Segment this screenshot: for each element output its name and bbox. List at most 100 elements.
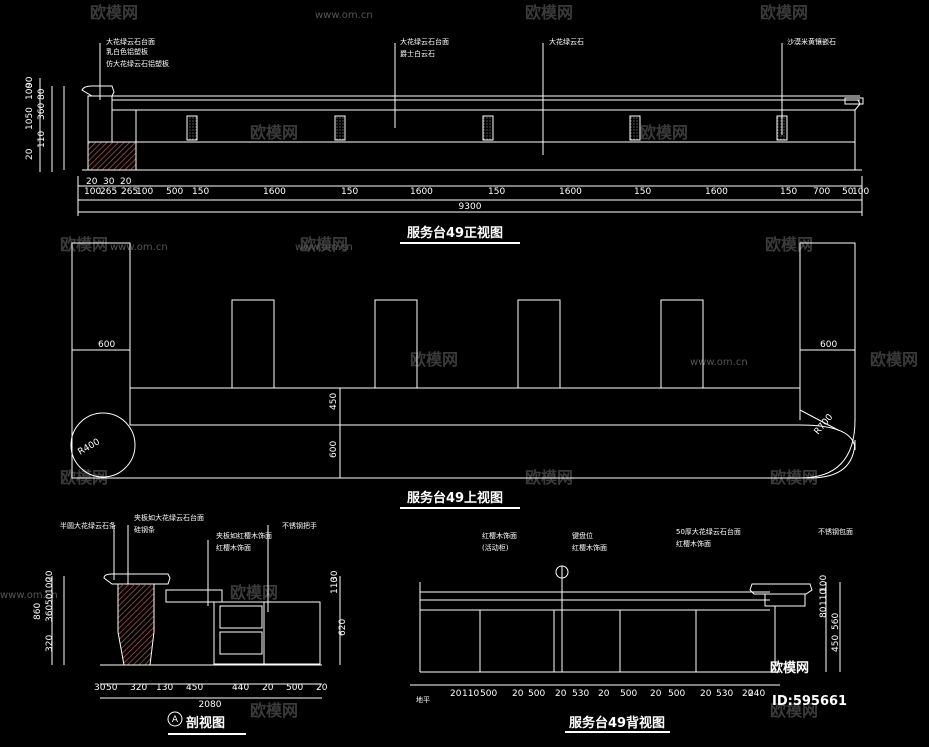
front-hdim: 150: [634, 187, 651, 197]
front-vdim: 110: [37, 131, 47, 148]
watermark-brand: 欧模网: [765, 235, 813, 254]
watermark-brand: 欧模网: [300, 235, 348, 254]
watermark-url: www.om.cn: [295, 242, 353, 253]
section-note: 夹板如红樱木饰面: [216, 531, 272, 540]
front-hdim: 100: [136, 187, 153, 197]
watermark-brand: 欧模网: [870, 350, 918, 369]
watermark-layer: 欧模网欧模网欧模网欧模网欧模网欧模网欧模网欧模网欧模网欧模网欧模网欧模网欧模网欧…: [0, 3, 918, 720]
back-hdim: 20: [742, 689, 754, 699]
plan-radius: R400: [77, 437, 103, 458]
back-hdim: 500: [668, 689, 685, 699]
front-hdim: 1600: [263, 187, 286, 197]
watermark-id: ID:595661: [772, 694, 847, 709]
section-note: 硅钢条: [134, 525, 155, 534]
back-vdim: 110: [819, 589, 829, 606]
back-hdim: 20: [450, 689, 462, 699]
front-hdim: 265: [121, 187, 138, 197]
plan-radius: R700: [813, 412, 836, 437]
back-view: [410, 565, 841, 733]
section-hdim: 20: [316, 683, 328, 693]
back-vdim: 100: [819, 575, 829, 592]
front-hdim: 150: [780, 187, 797, 197]
back-title: 服务台49背视图: [569, 715, 665, 731]
front-hdim: 150: [341, 187, 358, 197]
section-marker: A: [172, 715, 179, 725]
section-hdim: 500: [286, 683, 303, 693]
section-hdim: 50: [106, 683, 118, 693]
front-vdim: 90: [25, 76, 35, 88]
front-hdim: 1600: [410, 187, 433, 197]
back-hdim: 500: [480, 689, 497, 699]
plan-dim: 600: [98, 340, 115, 350]
back-hdim: 530: [572, 689, 589, 699]
back-note: 50厚大花绿云石台面: [676, 527, 741, 536]
plan-title: 服务台49上视图: [407, 490, 503, 506]
back-note: 红樱木饰面: [482, 531, 517, 540]
back-hdim: 110: [462, 689, 479, 699]
front-hdim: 150: [488, 187, 505, 197]
section-vdim: 100: [45, 577, 55, 594]
back-note: 键盘位: [572, 531, 593, 540]
front-vdim: 20: [25, 148, 35, 160]
front-note: 乳白色铝塑板: [106, 47, 148, 56]
watermark-brand: 欧模网: [230, 583, 278, 602]
section-vdim: 20: [45, 570, 55, 582]
plan-view: [70, 242, 856, 509]
section-vdim: 30: [330, 570, 340, 582]
back-note: (活动柜): [482, 543, 509, 552]
section-vdim: 860: [33, 603, 43, 620]
front-vdim: 80: [37, 88, 47, 100]
plan-dim: 600: [329, 441, 339, 458]
section-note: 半圆大花绿云石条: [60, 521, 116, 530]
front-total: 9300: [459, 202, 482, 212]
front-hdim-top: 30: [103, 177, 115, 187]
watermark-brand: 欧模网: [770, 701, 818, 720]
front-hdim: 1600: [705, 187, 728, 197]
section-hdim: 320: [130, 683, 147, 693]
watermark-brand: 欧模网: [410, 350, 458, 369]
front-hdim-top: 20: [86, 177, 98, 187]
section-hdim: 20: [262, 683, 274, 693]
front-vdim: 1050: [25, 107, 35, 130]
back-note: 不锈钢包面: [818, 527, 853, 536]
back-hdim: 240: [748, 689, 765, 699]
back-note: 红樱木饰面: [572, 543, 607, 552]
watermark-brand: 欧模网: [90, 3, 138, 22]
watermark-url: www.om.cn: [0, 590, 58, 601]
section-total: 2080: [199, 700, 222, 710]
section-vdim: 620: [338, 619, 348, 636]
front-elevation: [39, 43, 864, 244]
section-note: 不锈钢把手: [282, 521, 317, 530]
front-note: 爵士白云石: [400, 49, 435, 58]
front-hdim: 700: [813, 187, 830, 197]
plan-dim: 600: [820, 340, 837, 350]
front-vdim: 100: [25, 83, 35, 100]
back-hdim: 20: [650, 689, 662, 699]
front-title: 服务台49正视图: [407, 225, 503, 241]
front-hdim: 50: [842, 187, 854, 197]
watermark-brand: 欧模网: [250, 123, 298, 142]
back-vdim: 450: [831, 635, 841, 652]
section-note: 夹板如大花绿云石台面: [134, 513, 204, 522]
section-vdim: 320: [45, 635, 55, 652]
front-hdim-top: 20: [120, 177, 132, 187]
front-hdim: 265: [100, 187, 117, 197]
back-vdim: 560: [831, 613, 841, 630]
plan-dim: 450: [329, 393, 339, 410]
front-hdim: 100: [852, 187, 869, 197]
front-vdim: 360: [37, 103, 47, 120]
back-vdim: 80: [819, 606, 829, 618]
section-vdim: 360: [45, 605, 55, 622]
section-vdim: 50: [45, 593, 55, 605]
section-hdim: 30: [94, 683, 106, 693]
front-hdim: 1600: [559, 187, 582, 197]
section-title: 剖视图: [186, 715, 225, 731]
back-hdim: 530: [716, 689, 733, 699]
back-hdim: 20: [555, 689, 567, 699]
front-hdim: 500: [166, 187, 183, 197]
section-hdim: 130: [156, 683, 173, 693]
front-note: 大花绿云石台面: [400, 37, 449, 46]
back-hdim: 20: [700, 689, 712, 699]
